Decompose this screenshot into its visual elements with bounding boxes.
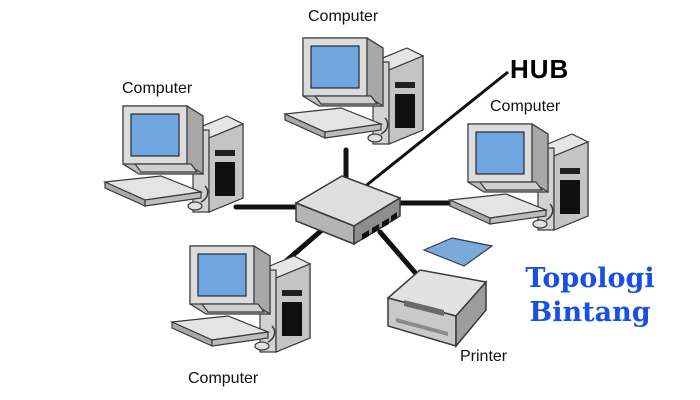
computer-left-icon (104, 105, 244, 213)
computer-label-left: Computer (122, 80, 193, 97)
title-line-2: Bintang (529, 297, 651, 328)
computer-top-icon (284, 37, 424, 145)
computer-label-bottom: Computer (188, 370, 259, 387)
topology-title: Topologi Bintang (520, 262, 660, 330)
computer-label-right: Computer (490, 98, 561, 115)
hub-pointer-line (347, 70, 509, 202)
cable-printer (377, 229, 421, 279)
computer-label-top: Computer (308, 8, 379, 25)
hub-icon (294, 175, 402, 246)
hub-label: HUB (510, 54, 570, 84)
computer-right-icon (449, 123, 589, 231)
printer-label: Printer (460, 348, 508, 365)
computer-bottom-icon (171, 245, 311, 353)
title-line-1: Topologi (525, 263, 655, 294)
printer-icon (386, 237, 494, 349)
